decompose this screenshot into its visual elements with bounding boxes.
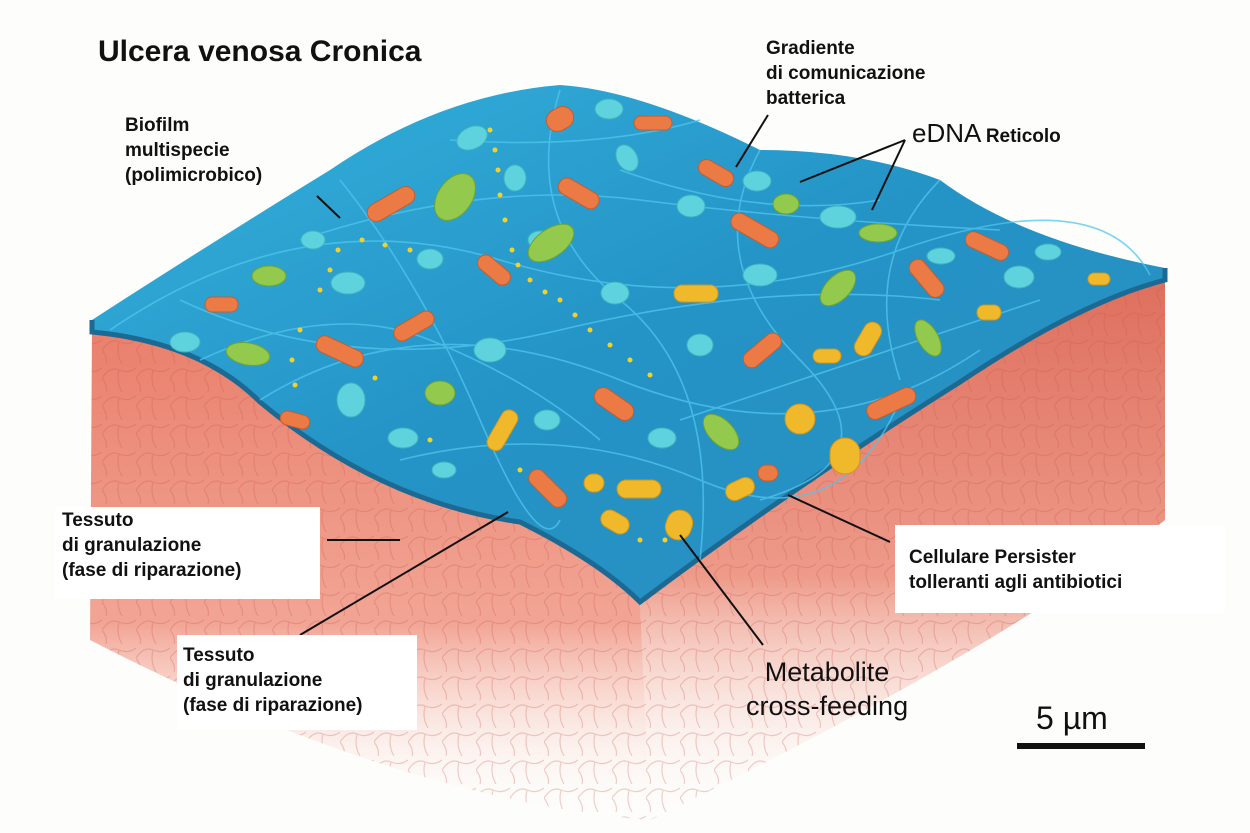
label-metabolite-cross-feeding: Metabolite cross-feeding <box>746 657 909 721</box>
scale-bar-label: 5 µm <box>1036 700 1108 736</box>
label-edna-network: eDNA Reticolo <box>912 118 1061 149</box>
label-bacterial-communication-gradient: Gradiente di comunicazione batterica <box>766 38 926 109</box>
label-granulation-tissue-2: Tessuto di granulazione (fase di riparaz… <box>183 645 363 716</box>
label-persister-cells: Cellulare Persister tolleranti agli anti… <box>909 547 1123 593</box>
label-bg-tissue-2 <box>177 635 417 730</box>
label-biofilm-multispecies: Biofilm multispecie (polimicrobico) <box>125 115 263 186</box>
label-edna-prefix: eDNA <box>912 118 982 148</box>
bacteria <box>169 98 1111 541</box>
diagram-title: Ulcera venosa Cronica <box>98 35 422 68</box>
label-granulation-tissue-1: Tessuto di granulazione (fase di riparaz… <box>62 510 242 581</box>
leader-lines <box>299 114 906 646</box>
label-edna-suffix: Reticolo <box>985 126 1061 147</box>
label-bg-persister <box>895 525 1225 613</box>
label-bg-tissue-1 <box>55 507 320 599</box>
scale-bar <box>1017 743 1145 749</box>
